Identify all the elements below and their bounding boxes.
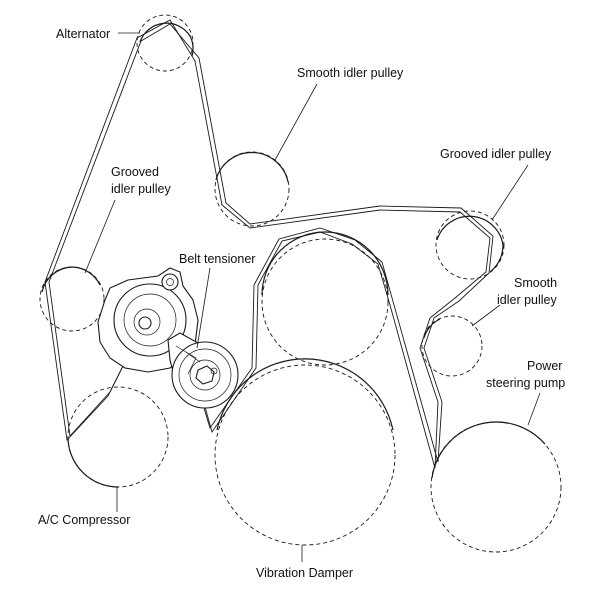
- label-vibration-damper: Vibration Damper: [256, 566, 353, 580]
- smooth-idler-right-outline: [421, 315, 483, 377]
- tensioner-square-drive: [195, 365, 215, 385]
- vibration-damper-outline: [214, 364, 396, 546]
- tensioner-pivot-hole: [166, 278, 174, 286]
- grooved-idler-right-solid-arc: [436, 215, 504, 273]
- label-alternator: Alternator: [56, 27, 110, 41]
- label-grooved-idler-right: Grooved idler pulley: [440, 147, 552, 161]
- leader-power-steering: [527, 392, 541, 426]
- smooth-idler-right-solid-arc: [423, 318, 441, 339]
- belt-tensioner-assembly: [97, 267, 239, 409]
- label-grooved-idler-left-line2: idler pulley: [111, 182, 172, 196]
- label-power-steering-line1: Power: [527, 359, 562, 373]
- tensioner-arm-detail: [175, 345, 201, 375]
- tensioner-pivot-lug: [161, 273, 179, 291]
- power-steering-outline: [430, 421, 562, 553]
- smooth-idler-top-solid-arc: [215, 151, 289, 183]
- vibration-damper-pulley: [214, 358, 396, 546]
- power-steering-pulley: [430, 421, 562, 553]
- smooth-idler-top-outline: [214, 151, 290, 227]
- label-smooth-idler-right-line1: Smooth: [514, 276, 557, 290]
- alternator-pulley-solid-arc: [139, 22, 194, 57]
- belt-outer-strand: [44, 19, 491, 469]
- smooth-idler-right-pulley: [421, 315, 483, 377]
- alternator-pulley-outline: [136, 14, 194, 72]
- label-power-steering-line2: steering pump: [486, 376, 565, 390]
- tensioner-pulley-inner-ring: [178, 348, 232, 402]
- center-idler-pulley: [261, 231, 389, 366]
- grooved-idler-right-outline: [435, 210, 505, 280]
- label-belt-tensioner: Belt tensioner: [179, 252, 255, 266]
- center-pulley-solid-arc: [261, 231, 389, 296]
- tensioner-housing-ring: [123, 293, 177, 347]
- leader-belt-tensioner: [196, 267, 211, 349]
- leader-grooved-idler-left: [84, 199, 116, 274]
- grooved-idler-left-pulley: [39, 266, 105, 332]
- belt-inner-strand: [48, 23, 494, 463]
- alternator-pulley: [136, 14, 194, 72]
- grooved-idler-right-pulley: [435, 210, 505, 280]
- tensioner-pulley-hub: [189, 359, 221, 391]
- vibration-damper-solid-arc: [216, 358, 394, 431]
- leader-grooved-idler-right: [491, 164, 529, 221]
- leader-smooth-idler-right: [471, 304, 501, 327]
- leader-lines: [84, 32, 541, 562]
- ac-compressor-pulley: [67, 386, 169, 488]
- label-grooved-idler-left-line1: Grooved: [111, 165, 159, 179]
- tensioner-drive-mark: [210, 367, 218, 375]
- power-steering-solid-arc: [431, 421, 546, 479]
- center-pulley-outline: [261, 238, 389, 366]
- grooved-idler-left-solid-arc: [41, 266, 101, 293]
- label-smooth-idler-right-line2: idler pulley: [497, 293, 558, 307]
- smooth-idler-top-pulley: [214, 151, 290, 227]
- label-smooth-idler-top: Smooth idler pulley: [297, 66, 404, 80]
- leader-smooth-idler-top: [274, 83, 318, 161]
- tensioner-center-bolt: [138, 316, 152, 330]
- tensioner-hub-ring: [133, 308, 161, 336]
- labels: Alternator Smooth idler pulley Grooved i…: [38, 27, 565, 580]
- serpentine-belt: [44, 19, 494, 469]
- ac-compressor-solid-arc: [67, 436, 119, 488]
- label-ac-compressor: A/C Compressor: [38, 513, 130, 527]
